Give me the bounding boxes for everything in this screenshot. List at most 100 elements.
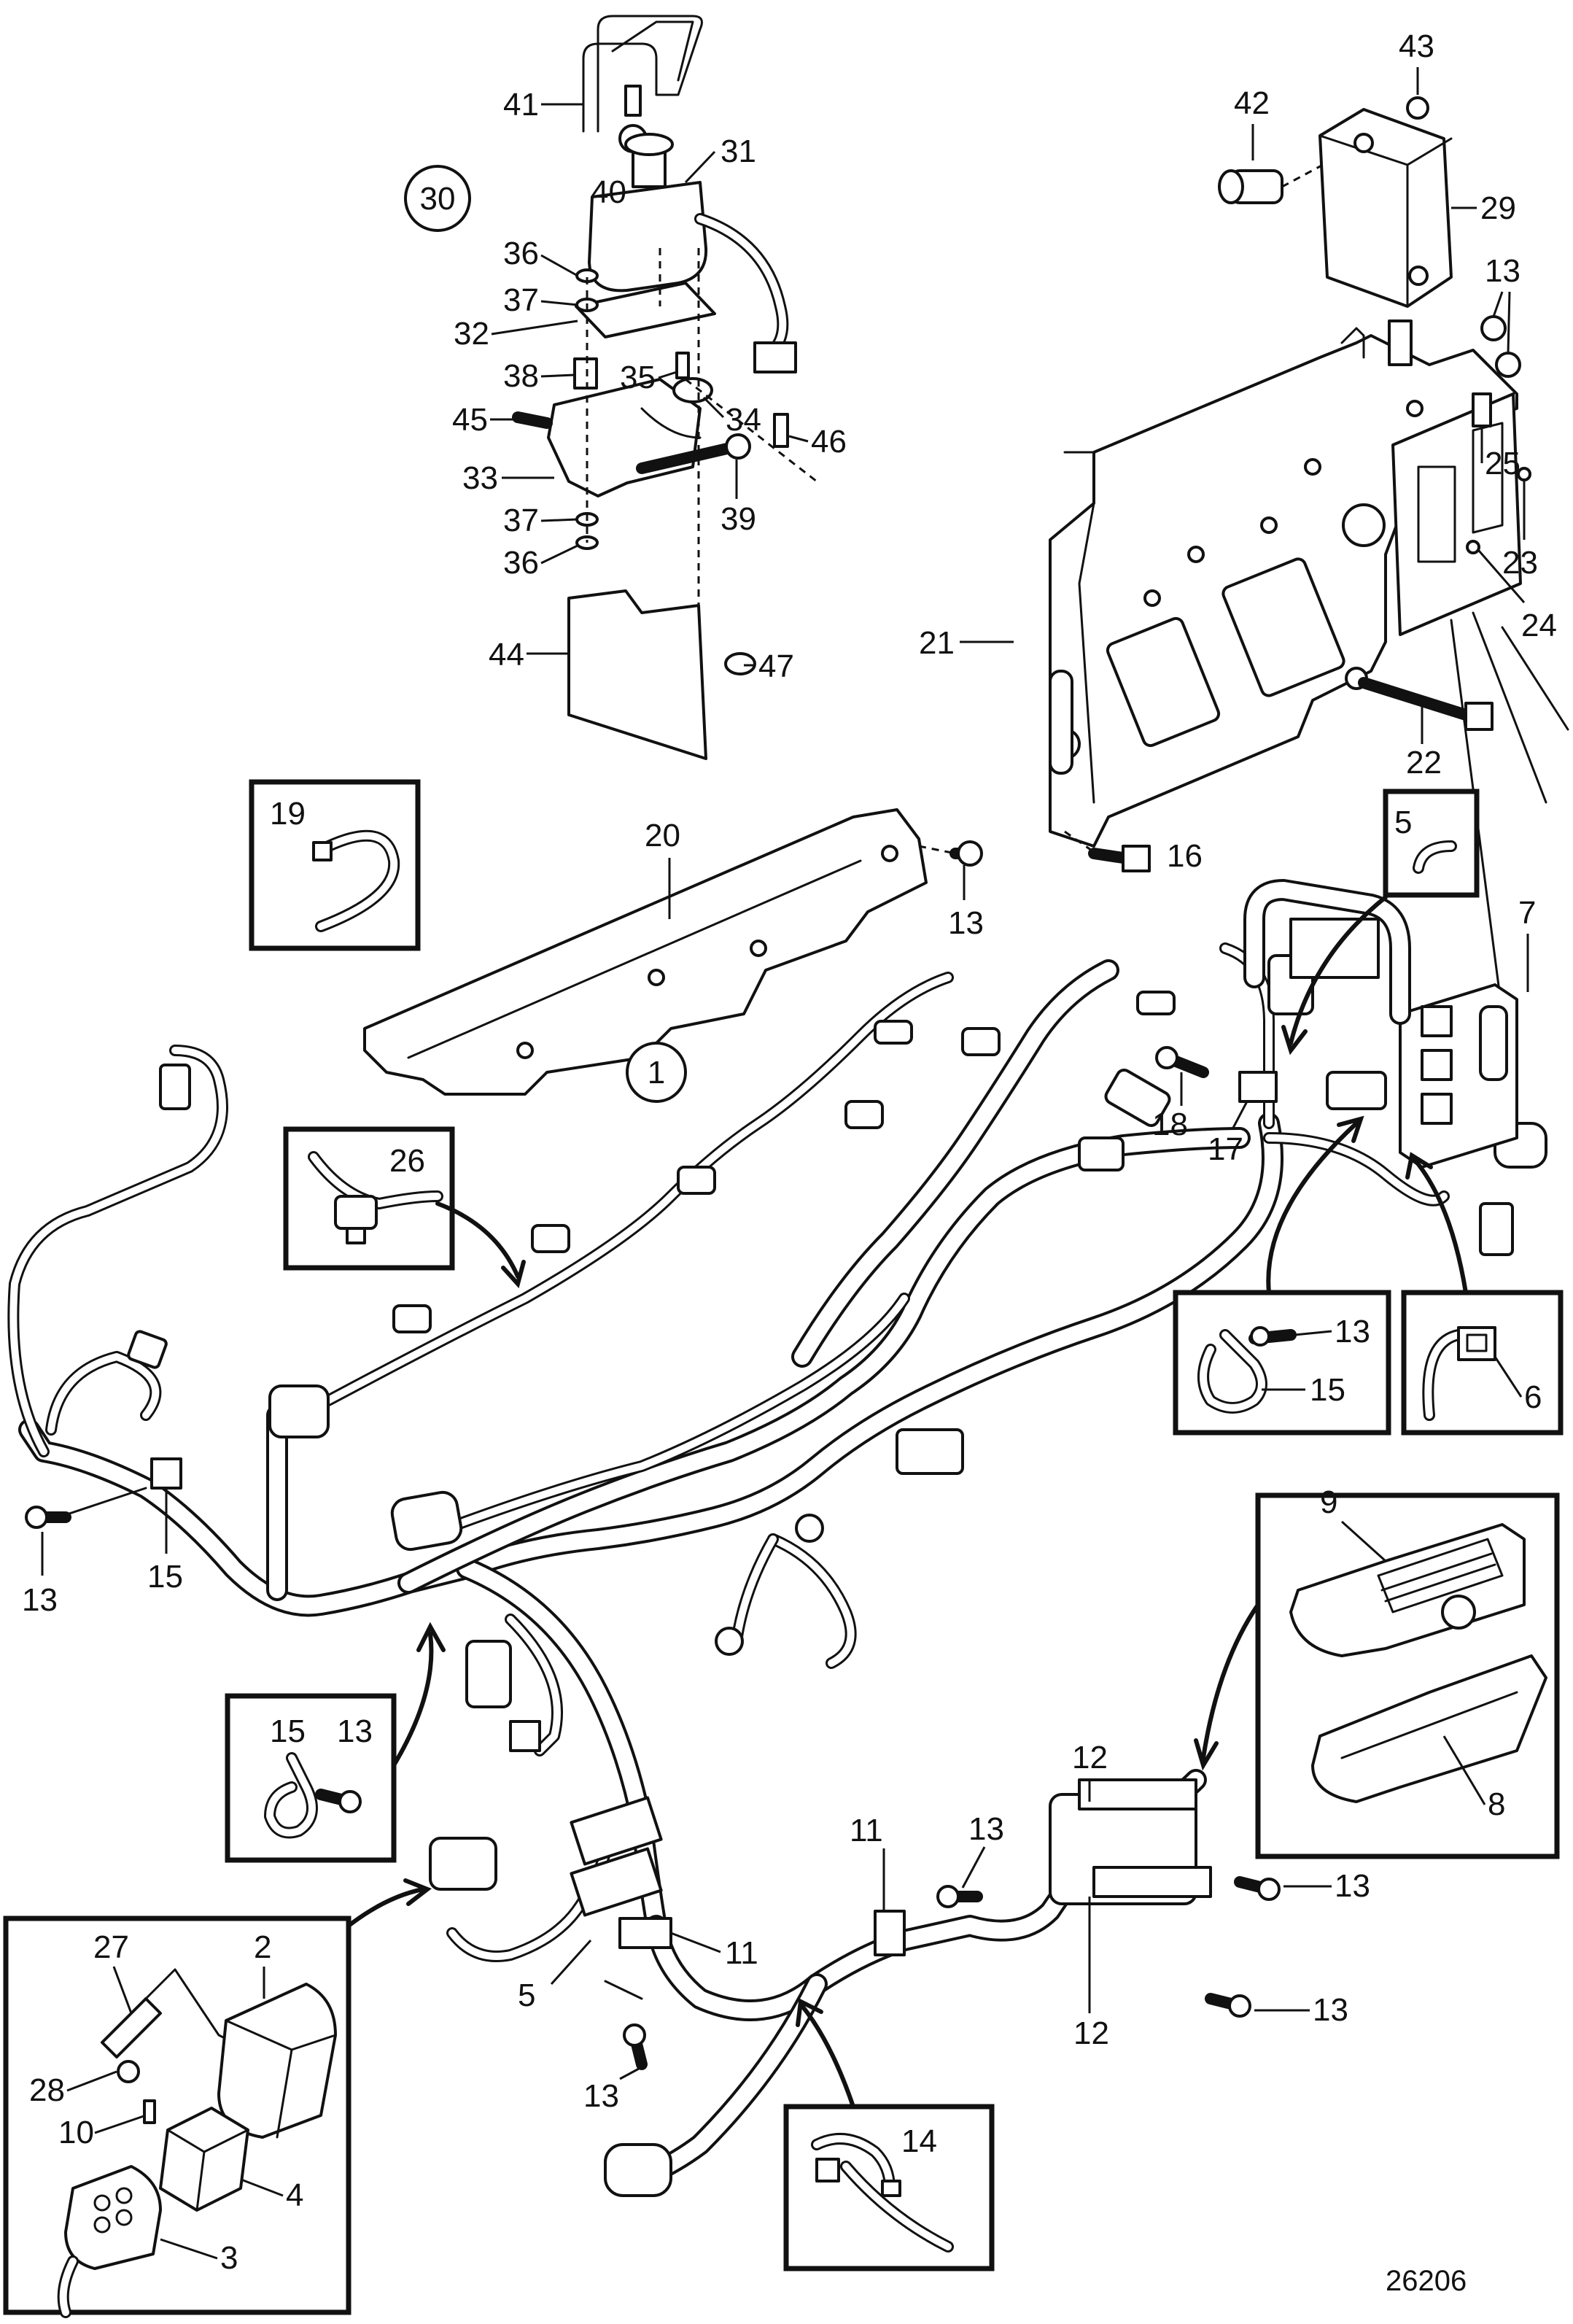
callout-47: 47 [758,648,794,684]
bracket-41-inner [611,20,694,82]
sensor-connector-c [677,1166,716,1195]
wiring-harness: 18 17 7 13 15 13 13 [7,879,1547,2197]
detail-box-26: 26 [283,1126,526,1289]
callout-24: 24 [1521,608,1557,643]
box-6-label: 6 [1524,1379,1542,1415]
assembly-30: 30 [404,15,847,760]
bolt-35 [675,352,690,379]
figure-reference-number: 26206 [1386,2265,1467,2297]
bolt-39 [636,441,742,474]
callout-13-left: 13 [22,1582,58,1618]
callout-18: 18 [1152,1107,1188,1142]
sensor-connector-b [531,1224,570,1253]
clamp-34 [672,377,713,403]
connector-angled [1104,1069,1171,1127]
hose-connector [753,341,797,373]
callout-21: 21 [919,625,955,661]
callout-36b: 36 [503,545,539,581]
callout-30: 30 [420,181,456,217]
box-3-label: 3 [220,2240,238,2276]
callout-13-lower-d: 13 [583,2078,619,2114]
callout-44: 44 [489,637,524,673]
connector-round-mid [390,1490,463,1552]
box-27-label: 27 [93,1929,129,1965]
callout-13-ecu: 13 [1485,253,1520,289]
callout-17: 17 [1208,1131,1243,1167]
bolt-40 [624,85,642,117]
callout-11-left: 11 [725,1935,758,1971]
washer-25 [1472,392,1492,427]
callout-32: 32 [454,316,489,352]
ground-ring-top [795,1514,824,1543]
battery-terminal [465,1640,512,1708]
box-19-label: 19 [270,796,306,832]
callout-circle-30 [404,165,471,232]
callout-40: 40 [591,174,626,210]
clip-17 [1238,1071,1278,1103]
detail-box-6: 6 [1401,1152,1564,1436]
screw-24 [1466,540,1480,554]
callout-15-left: 15 [147,1559,183,1595]
callout-35: 35 [620,360,656,395]
gasket-32 [575,282,716,338]
connector-6 [1457,1326,1496,1361]
sensor-connector-e [961,1027,1001,1056]
detail-box-9-8: 9 8 [1194,1484,1560,1859]
connector-f [874,1020,913,1045]
bolt-13-mid [1495,352,1521,378]
connector-7-area [1326,1071,1387,1110]
connector-far-right [1479,1202,1514,1256]
plate-cutout-right [1221,557,1345,697]
connector-h [1078,1136,1125,1171]
connector-tail [604,2143,672,2197]
box-8-label: 8 [1488,1786,1505,1822]
washer-28 [117,2060,140,2083]
callout-31: 31 [721,133,756,169]
cable-left-loop [7,1045,228,1457]
callout-12-bottom: 12 [1073,2015,1109,2051]
bolt-22 [1358,677,1472,721]
callout-41: 41 [503,87,539,123]
box-15-left-label: 15 [270,1713,306,1749]
detail-box-lower-left: 27 2 28 10 4 3 [3,1878,432,2318]
clamp-11-right [874,1910,906,1956]
callout-38: 38 [503,358,539,394]
detail-box-5: 5 [1281,789,1480,1056]
callout-33: 33 [462,460,498,496]
connector-round-left [268,1384,330,1438]
callout-37a: 37 [503,282,539,318]
callout-20: 20 [645,818,680,853]
callout-1: 1 [648,1055,665,1091]
callout-11-right: 11 [850,1813,883,1848]
connector-top-left [159,1064,191,1110]
block-lower-a [570,1796,663,1866]
callout-25: 25 [1485,446,1520,481]
connector-starter [509,1720,541,1752]
callout-43: 43 [1399,28,1434,64]
plate-cutout-left [1106,616,1221,748]
sensor-connector-d [844,1100,884,1129]
clamp-15-left [150,1457,182,1490]
box-26-label: 26 [389,1143,425,1179]
nut-43 [1406,96,1429,120]
callout-45: 45 [452,402,488,438]
connector-left [127,1330,168,1369]
box-13-left-label: 13 [337,1713,373,1749]
callout-42: 42 [1234,85,1270,121]
bolt-45 [512,411,553,429]
callout-12-top: 12 [1072,1740,1108,1775]
detail-box-15-13-left: 15 13 [225,1622,446,1863]
detail-box-19: 19 [249,779,421,951]
nut-38 [573,357,598,390]
bracket-20-group: 20 13 1 [363,808,984,1103]
nut-47 [724,652,756,675]
box-2-label: 2 [254,1929,271,1965]
callout-29: 29 [1480,190,1516,226]
box-14-label: 14 [901,2123,937,2159]
box-13-label: 13 [1335,1314,1370,1349]
callout-34: 34 [726,402,761,438]
ecu-box-29 [1318,108,1453,308]
callout-7: 7 [1518,895,1536,931]
sensor-connector-a [392,1304,432,1333]
